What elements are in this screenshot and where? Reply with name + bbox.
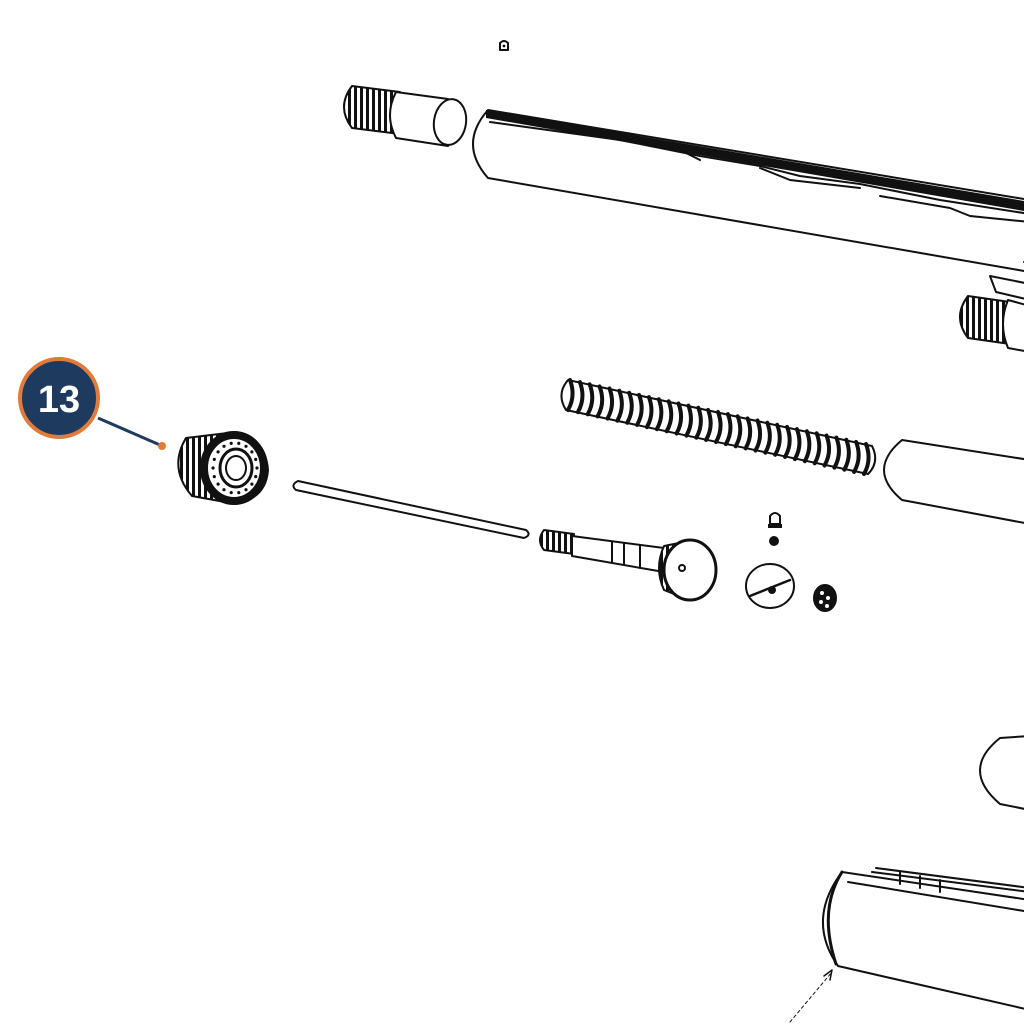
callout-badge <box>18 357 100 439</box>
knob-face-dot <box>216 450 220 454</box>
push-rod <box>292 480 530 539</box>
knob-face-dot <box>244 488 248 492</box>
callout-leader-line <box>97 416 161 447</box>
callout-anchor-dot <box>158 442 166 450</box>
barrel-housing <box>472 109 1024 272</box>
lower-stock <box>821 867 1024 1010</box>
knob-face-dot <box>237 491 241 495</box>
slotted-disc <box>745 563 795 609</box>
knob-face-dot <box>255 466 259 470</box>
lower-tube <box>979 735 1024 810</box>
knob-face-dot <box>250 450 254 454</box>
small-screw <box>768 512 782 546</box>
knob-face-dot <box>211 466 215 470</box>
knob-face-dot <box>216 482 220 486</box>
knob-face-dot <box>229 491 233 495</box>
knob-face-dot <box>237 441 241 445</box>
knob-face-dot <box>222 444 226 448</box>
rear-cap <box>343 85 468 147</box>
knob-face-dot <box>222 488 226 492</box>
assembly-arrow <box>789 969 833 1023</box>
knob-face-dot <box>229 441 233 445</box>
part-callout[interactable]: 13 <box>18 357 166 450</box>
small-pin-top <box>499 40 509 51</box>
knob-face-dot <box>254 475 258 479</box>
knurled-knob <box>177 431 269 505</box>
coil-spring <box>560 378 877 476</box>
knob-face-dot <box>212 475 216 479</box>
mesh-washer <box>813 584 837 612</box>
spring-tube <box>883 439 1024 524</box>
knob-face-dot <box>244 444 248 448</box>
threaded-connector <box>959 275 1024 352</box>
knob-face-dot <box>250 482 254 486</box>
knob-face-dot <box>212 457 216 461</box>
callout-number: 13 <box>38 379 80 421</box>
threaded-shaft <box>539 529 718 602</box>
knob-face-dot <box>254 457 258 461</box>
